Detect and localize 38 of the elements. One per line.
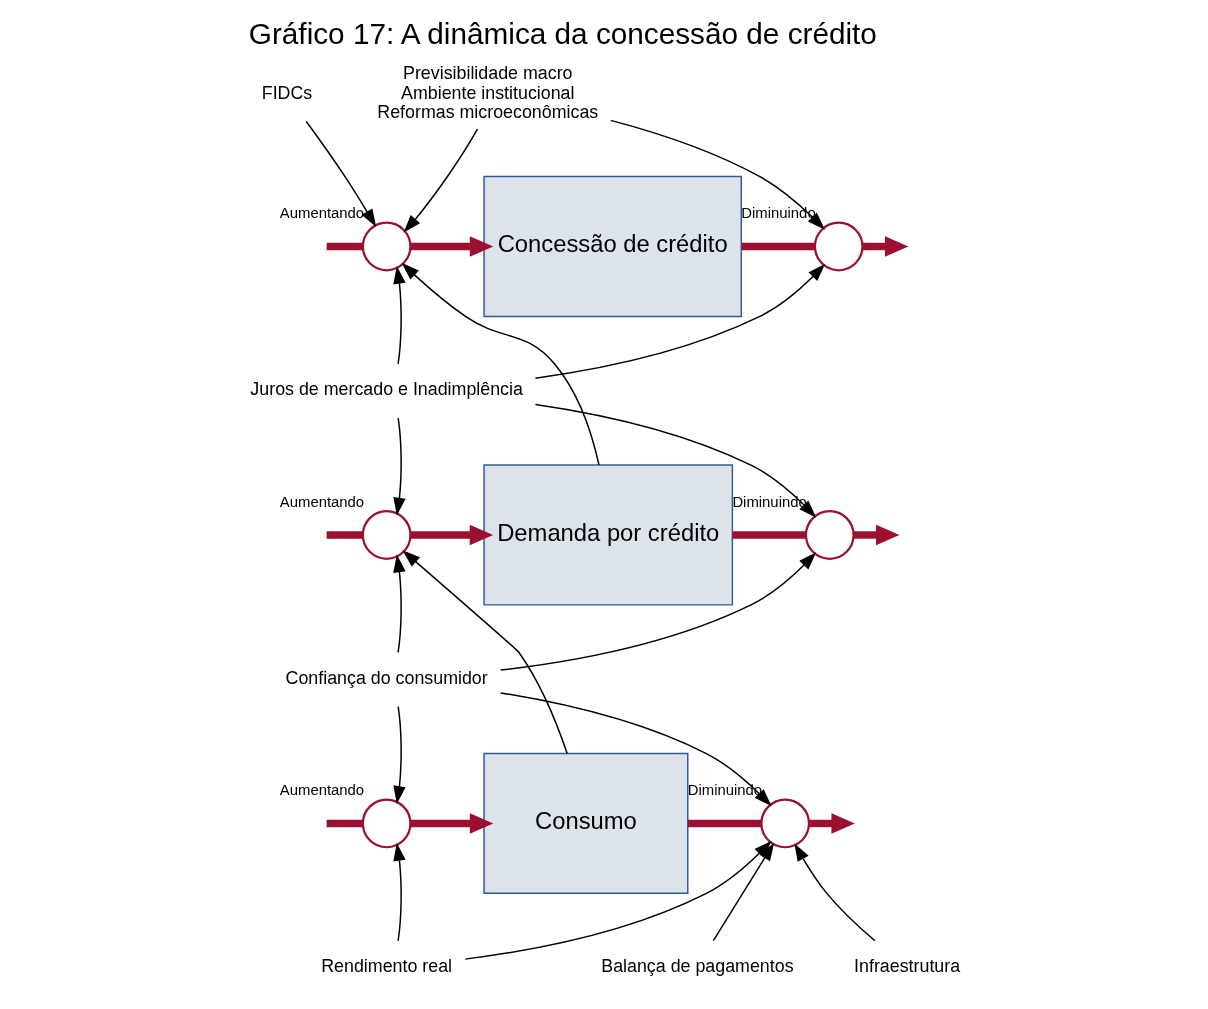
node-circle (361, 798, 412, 849)
arrow (793, 843, 876, 942)
arrow (305, 120, 376, 227)
node-text: Balança de pagamentos (600, 956, 794, 977)
node-box: Demanda por crédito (482, 464, 733, 606)
arrow (392, 266, 406, 365)
arrow (403, 128, 478, 233)
arrow (499, 552, 816, 671)
node-circle (361, 221, 412, 272)
arrow (392, 417, 406, 516)
node-label: Aumentando (279, 782, 364, 799)
arrow (499, 692, 772, 807)
node-text: FIDCs (261, 82, 312, 103)
node-box: Concessão de crédito (482, 175, 742, 318)
node-text: Rendimento real (320, 956, 452, 977)
node-circle (813, 221, 864, 272)
node-label: Aumentando (279, 205, 364, 222)
node-box: Consumo (482, 752, 688, 895)
node-circle (759, 798, 810, 849)
arrow (534, 263, 825, 379)
arrow (808, 813, 855, 834)
arrow (534, 403, 816, 518)
node-text: Confiança do consumidor (285, 667, 488, 688)
arrow (401, 550, 568, 755)
arrow (392, 554, 406, 654)
node-circle (361, 510, 412, 560)
arrow (409, 524, 493, 546)
node-circle (804, 510, 855, 560)
arrow (410, 236, 493, 257)
arrow (392, 705, 406, 804)
node-text: Previsibilidade macro Ambiente institucional Reformas microeconômicas (376, 63, 598, 123)
node-label: Aumentando (279, 493, 364, 510)
diagram-title: Gráfico 17: A dinâmica da concessão de crédito (248, 17, 877, 51)
node-text: Juros de mercado e Inadimplência (249, 379, 523, 400)
arrow (609, 119, 825, 230)
node-text: Infraestrutura (853, 956, 960, 977)
arrow (392, 842, 406, 942)
arrow (401, 262, 600, 466)
